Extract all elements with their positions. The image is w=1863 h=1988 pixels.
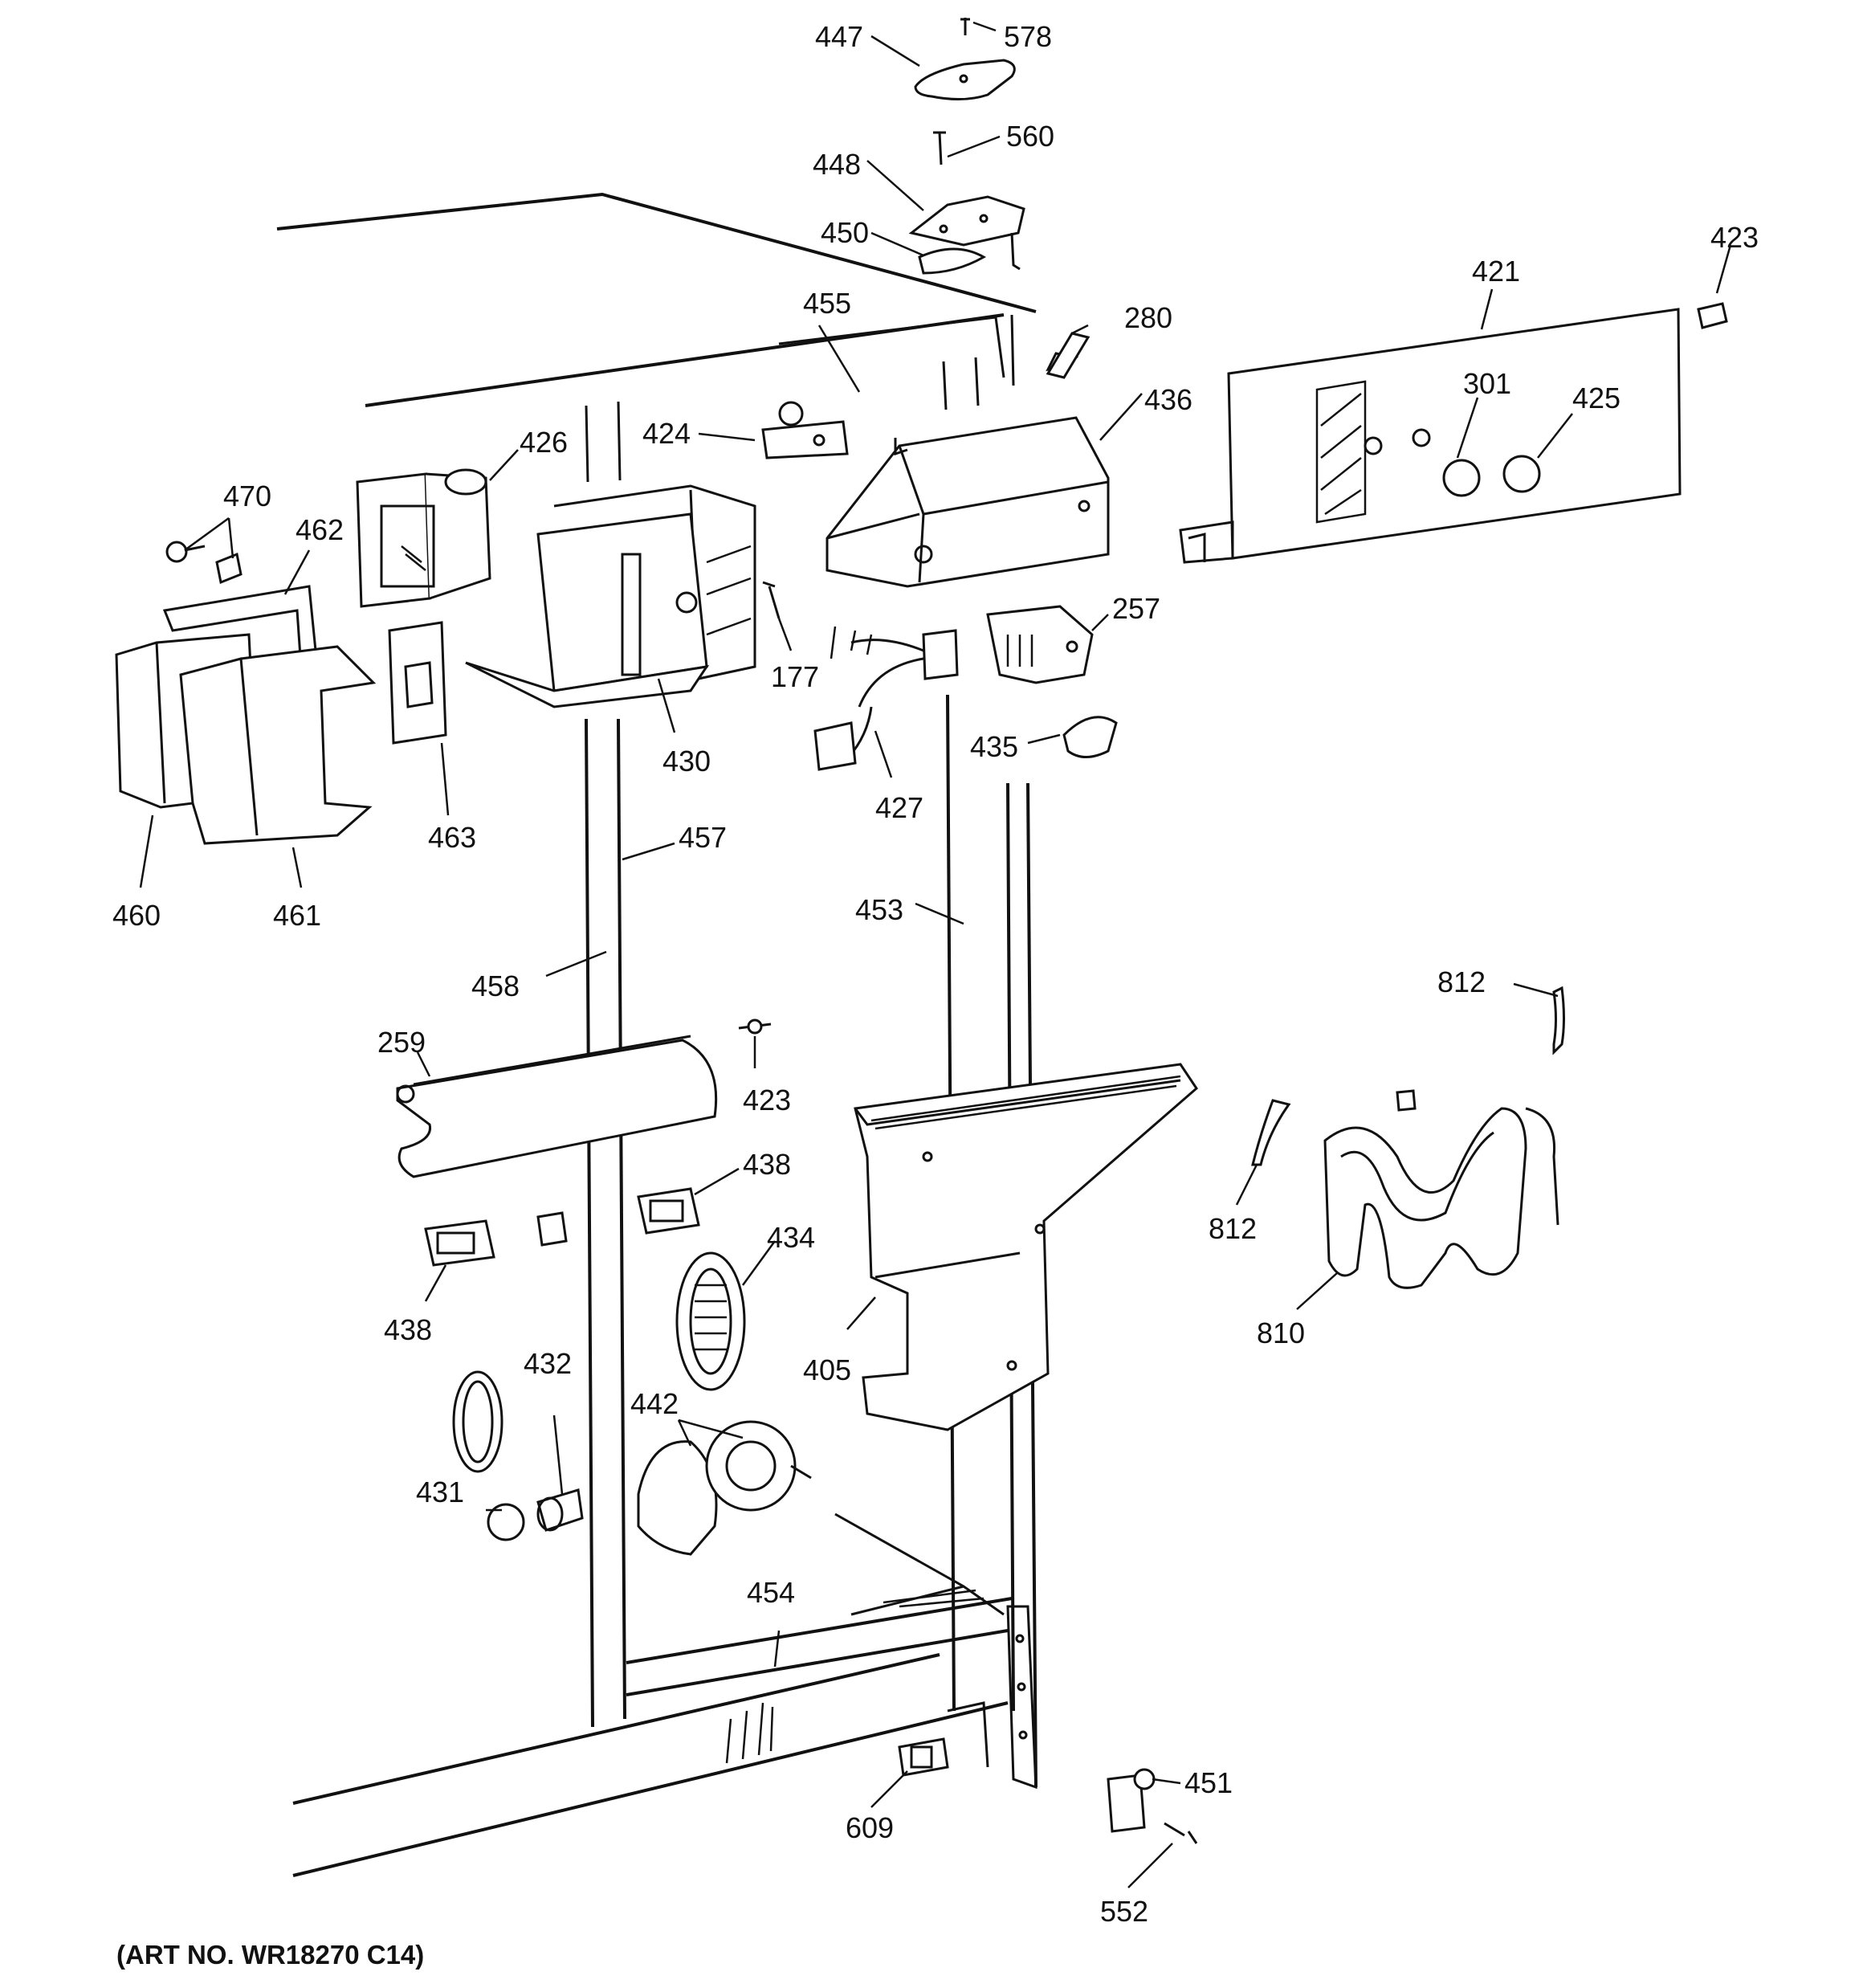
callout-461: 461: [273, 899, 321, 932]
callout-450: 450: [821, 216, 869, 249]
hinge-448: [908, 195, 1025, 247]
callout-432: 432: [524, 1347, 572, 1380]
callout-470: 470: [223, 480, 271, 512]
callout-454: 454: [747, 1576, 795, 1609]
callout-552: 552: [1100, 1895, 1148, 1928]
callout-453: 453: [855, 893, 903, 926]
callout-labels: 447 578 560 448 450 423 421 280 455 436 …: [112, 20, 1759, 1928]
callout-424: 424: [642, 417, 691, 450]
part-423-mid: [738, 1018, 772, 1035]
callout-405: 405: [803, 1353, 851, 1386]
callout-460: 460: [112, 899, 161, 932]
art-number: (ART NO. WR18270 C14): [116, 1940, 424, 1970]
bezel-438-right: [637, 1187, 700, 1235]
callout-812-mid: 812: [1209, 1212, 1257, 1245]
callout-451: 451: [1184, 1766, 1233, 1799]
fastener-470: [165, 541, 243, 585]
tube-812-top: [1552, 986, 1565, 1055]
callout-431: 431: [416, 1476, 464, 1508]
harness-427: [813, 626, 959, 771]
callout-423-mid: 423: [743, 1084, 791, 1116]
callout-609: 609: [846, 1811, 894, 1844]
callout-426: 426: [520, 426, 568, 459]
bezel-438-left: [424, 1211, 568, 1267]
leader-lines: [139, 21, 1732, 1888]
grille-434: [675, 1251, 746, 1391]
knob-423-top: [1697, 302, 1728, 329]
channel-259: [396, 1035, 718, 1178]
callout-810: 810: [1257, 1316, 1305, 1349]
shim-450: [918, 247, 987, 275]
switch-424: [761, 401, 849, 459]
callout-448: 448: [813, 148, 861, 181]
socket-432: [536, 1488, 584, 1532]
callout-425: 425: [1572, 382, 1620, 414]
callout-436: 436: [1144, 383, 1192, 416]
callout-427: 427: [875, 791, 923, 824]
callout-457: 457: [679, 821, 727, 854]
cover-461: [179, 645, 377, 845]
callout-560: 560: [1006, 120, 1054, 153]
callout-434: 434: [767, 1221, 815, 1254]
callout-430: 430: [662, 745, 711, 778]
callout-463: 463: [428, 821, 476, 854]
screw-177: [762, 581, 781, 619]
callout-812-top: 812: [1437, 965, 1486, 998]
bracket-430: [465, 484, 756, 708]
housing-436: [826, 416, 1110, 588]
callout-462: 462: [296, 513, 344, 546]
callout-435: 435: [970, 730, 1018, 763]
callout-259: 259: [377, 1026, 426, 1059]
timer-257: [986, 605, 1094, 684]
relay-426: [356, 468, 491, 608]
callout-447: 447: [815, 20, 863, 53]
thermostat-442: [637, 1420, 812, 1556]
heater-810: [1323, 1089, 1559, 1289]
callout-177: 177: [771, 660, 819, 693]
top-hinge-assembly: [908, 18, 1025, 275]
tube-812-mid: [1251, 1099, 1291, 1166]
light-431: [452, 1370, 525, 1541]
callout-280: 280: [1124, 301, 1172, 334]
screw-552: [1164, 1822, 1198, 1844]
callout-421: 421: [1472, 255, 1520, 288]
clip-463: [388, 621, 447, 745]
bracket-451: [1107, 1768, 1156, 1833]
part-435: [1062, 716, 1118, 758]
clip-609: [898, 1737, 949, 1777]
callout-301: 301: [1463, 367, 1511, 400]
callout-438-right: 438: [743, 1148, 791, 1181]
hinge-cover-447: [914, 59, 1016, 101]
part-280: [1046, 332, 1090, 379]
callout-458: 458: [471, 970, 520, 1002]
control-panel-421: [1046, 302, 1728, 564]
callout-257: 257: [1112, 592, 1160, 625]
callout-438-left: 438: [384, 1313, 432, 1346]
callout-423-top: 423: [1710, 221, 1759, 254]
duct-405: [854, 1063, 1198, 1431]
callout-578: 578: [1004, 20, 1052, 53]
callout-442: 442: [630, 1387, 679, 1420]
callout-455: 455: [803, 287, 851, 320]
